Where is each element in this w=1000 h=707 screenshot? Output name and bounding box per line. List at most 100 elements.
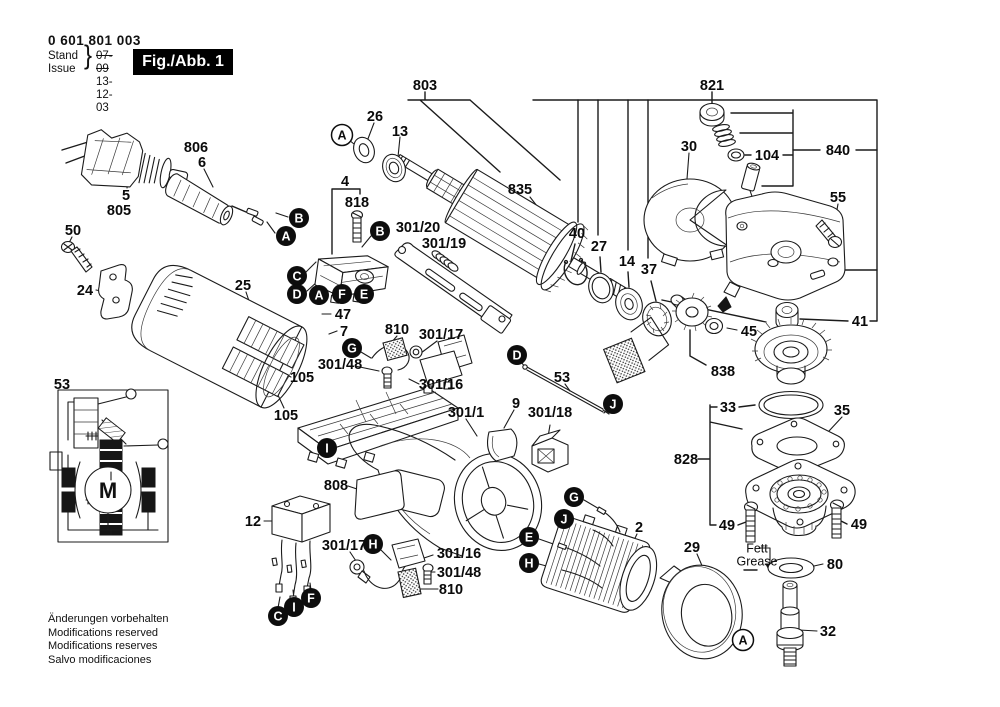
- part-label-33: 33: [720, 400, 736, 416]
- part-label-828: 828: [674, 452, 698, 468]
- issue-value: 13-12-03: [96, 76, 113, 114]
- part-label-5: 5: [122, 188, 130, 204]
- motor-housing-25-drawing: [124, 257, 317, 415]
- part-label-fett: Fett: [746, 542, 768, 556]
- screw-55-drawing: [816, 220, 842, 248]
- part-label-6: 6: [198, 155, 206, 171]
- clip-301-18-drawing: [532, 430, 568, 472]
- svg-text:I: I: [325, 442, 328, 456]
- connection-badge-h: H: [363, 534, 383, 554]
- part-label-301-16: 301/16: [437, 546, 481, 562]
- part-label-14: 14: [619, 254, 635, 270]
- part-label-301-20: 301/20: [396, 220, 440, 236]
- part-label-24: 24: [77, 283, 93, 299]
- part-label-80: 80: [827, 557, 843, 573]
- label-plate-808-drawing: [355, 471, 404, 519]
- cover-plate-24-drawing: [99, 265, 133, 319]
- svg-text:F: F: [307, 592, 315, 606]
- washer-26-drawing: [350, 134, 378, 165]
- brush-holder-group-upper-drawing: [372, 335, 472, 393]
- part-label-12: 12: [245, 514, 261, 530]
- svg-text:B: B: [375, 225, 384, 239]
- svg-text:D: D: [292, 288, 301, 302]
- part-label-53: 53: [54, 377, 70, 393]
- gear-housing-drawing: [724, 192, 845, 300]
- part-label-818: 818: [345, 195, 369, 211]
- part-label-808: 808: [324, 478, 348, 494]
- bearing-14-drawing: [612, 285, 647, 323]
- part-label-50: 50: [65, 223, 81, 239]
- motor-symbol-label: M: [99, 478, 117, 503]
- washer-80-drawing: [768, 558, 814, 578]
- part-label-301-19: 301/19: [422, 236, 466, 252]
- brush-holder-group-lower-drawing: [350, 539, 433, 597]
- part-label-27: 27: [591, 239, 607, 255]
- svg-text:E: E: [525, 531, 533, 545]
- part-label-301-17: 301/17: [419, 327, 463, 343]
- spring-301-19-drawing: [431, 249, 460, 273]
- connection-badge-i: I: [317, 438, 337, 458]
- svg-text:C: C: [292, 270, 301, 284]
- grouping-bracket-lines: [332, 92, 877, 525]
- sleeve-41-drawing: [776, 303, 798, 330]
- pinion-838-drawing: [671, 293, 731, 334]
- connection-badge-j: J: [554, 509, 574, 529]
- part-label-49: 49: [719, 518, 735, 534]
- part-label-32: 32: [820, 624, 836, 640]
- connection-badge-c: C: [287, 266, 307, 286]
- part-label-301-16: 301/16: [419, 377, 463, 393]
- part-label-25: 25: [235, 278, 251, 294]
- part-label-821: 821: [700, 78, 724, 94]
- part-label-104: 104: [755, 148, 779, 164]
- svg-text:A: A: [738, 634, 747, 648]
- notice-line-de: Änderungen vorbehalten: [48, 613, 169, 625]
- part-label-805: 805: [107, 203, 131, 219]
- part-label-806: 806: [184, 140, 208, 156]
- crown-gear-drawing: [751, 318, 832, 384]
- part-label-49: 49: [851, 517, 867, 533]
- dust-cover-9-drawing: [488, 429, 517, 461]
- screw-50-drawing: [62, 242, 93, 273]
- figure-number-badge: Fig./Abb. 1: [133, 49, 233, 75]
- slider-bar-301-20-drawing: [395, 243, 512, 334]
- connection-badge-f: F: [332, 284, 352, 304]
- cap-spring-pin-821-drawing: [700, 104, 761, 192]
- wiring-schematic-drawing: [50, 389, 168, 542]
- part-label-2: 2: [635, 520, 643, 536]
- part-label-45: 45: [741, 324, 757, 340]
- guard-cover-30-drawing: [644, 179, 736, 266]
- svg-text:A: A: [281, 230, 290, 244]
- connection-badge-f: F: [301, 588, 321, 608]
- svg-text:A: A: [314, 289, 323, 303]
- part-label-835: 835: [508, 182, 532, 198]
- part-label-29: 29: [684, 540, 700, 556]
- connection-badge-e: E: [519, 527, 539, 547]
- part-label-301-18: 301/18: [528, 405, 572, 421]
- part-label-810: 810: [439, 582, 463, 598]
- part-label-37: 37: [641, 262, 657, 278]
- spindle-32-drawing: [777, 581, 803, 666]
- connection-badge-d: D: [507, 345, 527, 365]
- connection-badge-a-outline: A: [332, 125, 353, 146]
- part-label-301-1: 301/1: [448, 405, 484, 421]
- connection-badge-b: B: [370, 221, 390, 241]
- part-label-838: 838: [711, 364, 735, 380]
- connection-badge-d: D: [287, 284, 307, 304]
- part-label-40: 40: [569, 226, 585, 242]
- modification-notice: Änderungen vorbehalten Modifications res…: [48, 613, 168, 667]
- cover-disc-29-drawing: [654, 559, 749, 665]
- part-label-301-17: 301/17: [322, 538, 366, 554]
- screw-49-left-drawing: [745, 502, 758, 542]
- part-label-30: 30: [681, 139, 697, 155]
- stand-label: Stand: [48, 50, 79, 62]
- connection-badge-a-outline: A: [733, 630, 754, 651]
- part-label-803: 803: [413, 78, 437, 94]
- part-label-9: 9: [512, 396, 520, 412]
- issue-label: Issue: [48, 63, 76, 75]
- part-label-301-48: 301/48: [318, 357, 362, 373]
- bearing-flange-828-drawing: [746, 460, 855, 536]
- part-label-13: 13: [392, 124, 408, 140]
- connection-badge-g: G: [342, 338, 362, 358]
